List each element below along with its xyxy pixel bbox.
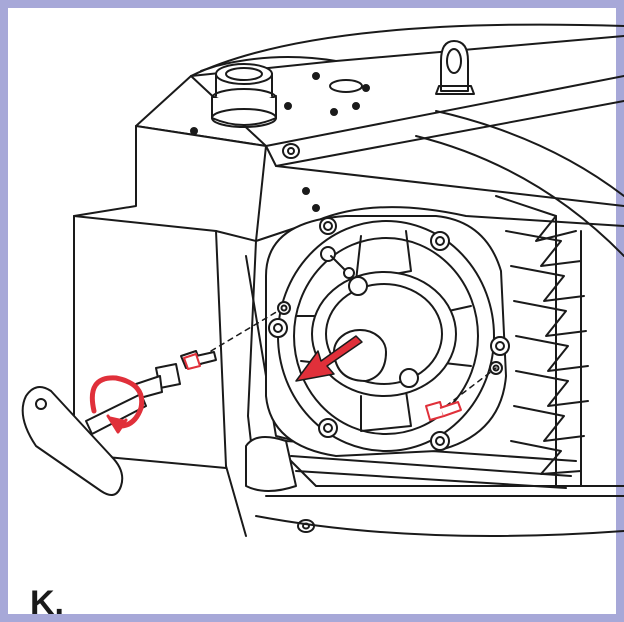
lifting-eye [435, 40, 475, 95]
base-fins [245, 436, 577, 492]
end-cover [265, 215, 507, 457]
t-handle-key [21, 386, 147, 496]
circular-arrow-icon [89, 375, 145, 434]
top-port [329, 79, 363, 93]
extraction-screw-right [425, 401, 462, 421]
rotor-shaft [333, 329, 387, 382]
body-slots [282, 143, 315, 533]
cooling-fins [495, 195, 589, 487]
pump-disassembly-illustration [21, 23, 624, 537]
filler-neck [211, 63, 277, 128]
extraction-screw-left-accent [183, 353, 201, 370]
top-holes [190, 72, 370, 212]
step-label: K. [30, 584, 64, 622]
guide-lines [210, 310, 497, 407]
pull-out-arrow-icon [295, 335, 363, 382]
locating-pin [320, 246, 355, 279]
